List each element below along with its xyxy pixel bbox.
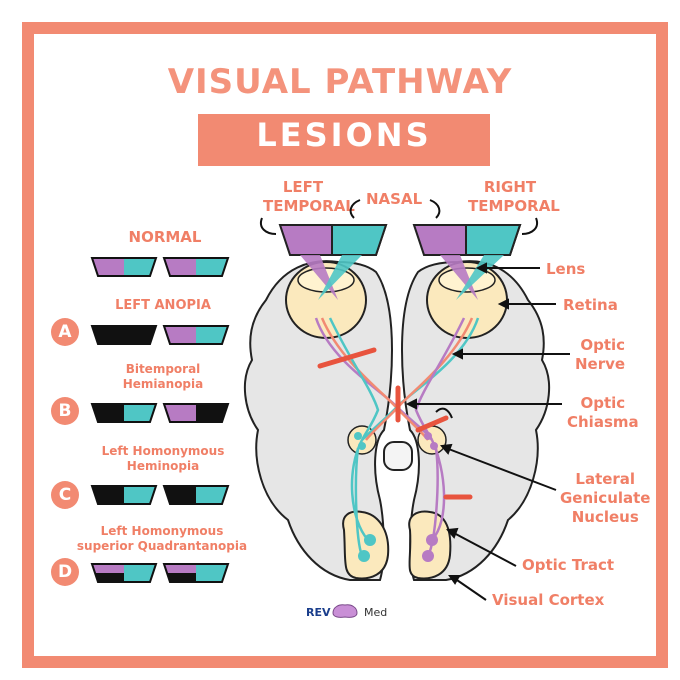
nasal-label: NASAL xyxy=(366,190,423,208)
page-subtitle: LESIONS xyxy=(256,116,432,154)
field-title-normal: NORMAL xyxy=(128,228,202,246)
page-title: VISUAL PATHWAY xyxy=(167,62,513,102)
left-visual-cortex xyxy=(342,510,390,580)
lesion-c xyxy=(415,415,449,433)
lesion-a xyxy=(317,347,377,369)
brainstem xyxy=(383,441,413,471)
visual-cortex-label: Visual Cortex xyxy=(492,591,605,609)
field-letter-c: C xyxy=(51,481,79,509)
retina-label: Retina xyxy=(563,296,618,314)
page-border xyxy=(22,22,668,668)
logo-rev: REV xyxy=(306,606,331,619)
right-hemisphere xyxy=(400,260,551,581)
field-title-left-anopia: LEFT ANOPIA xyxy=(115,298,211,313)
field-letter-d: D xyxy=(51,558,79,586)
subtitle-banner xyxy=(198,114,490,166)
field-letter-b: B xyxy=(51,397,79,425)
lens-label: Lens xyxy=(546,260,586,278)
optic-tract-label: Optic Tract xyxy=(522,556,615,574)
field-letter-a: A xyxy=(51,318,79,346)
logo-med: Med xyxy=(364,606,388,619)
brain-logo-icon xyxy=(332,604,358,618)
